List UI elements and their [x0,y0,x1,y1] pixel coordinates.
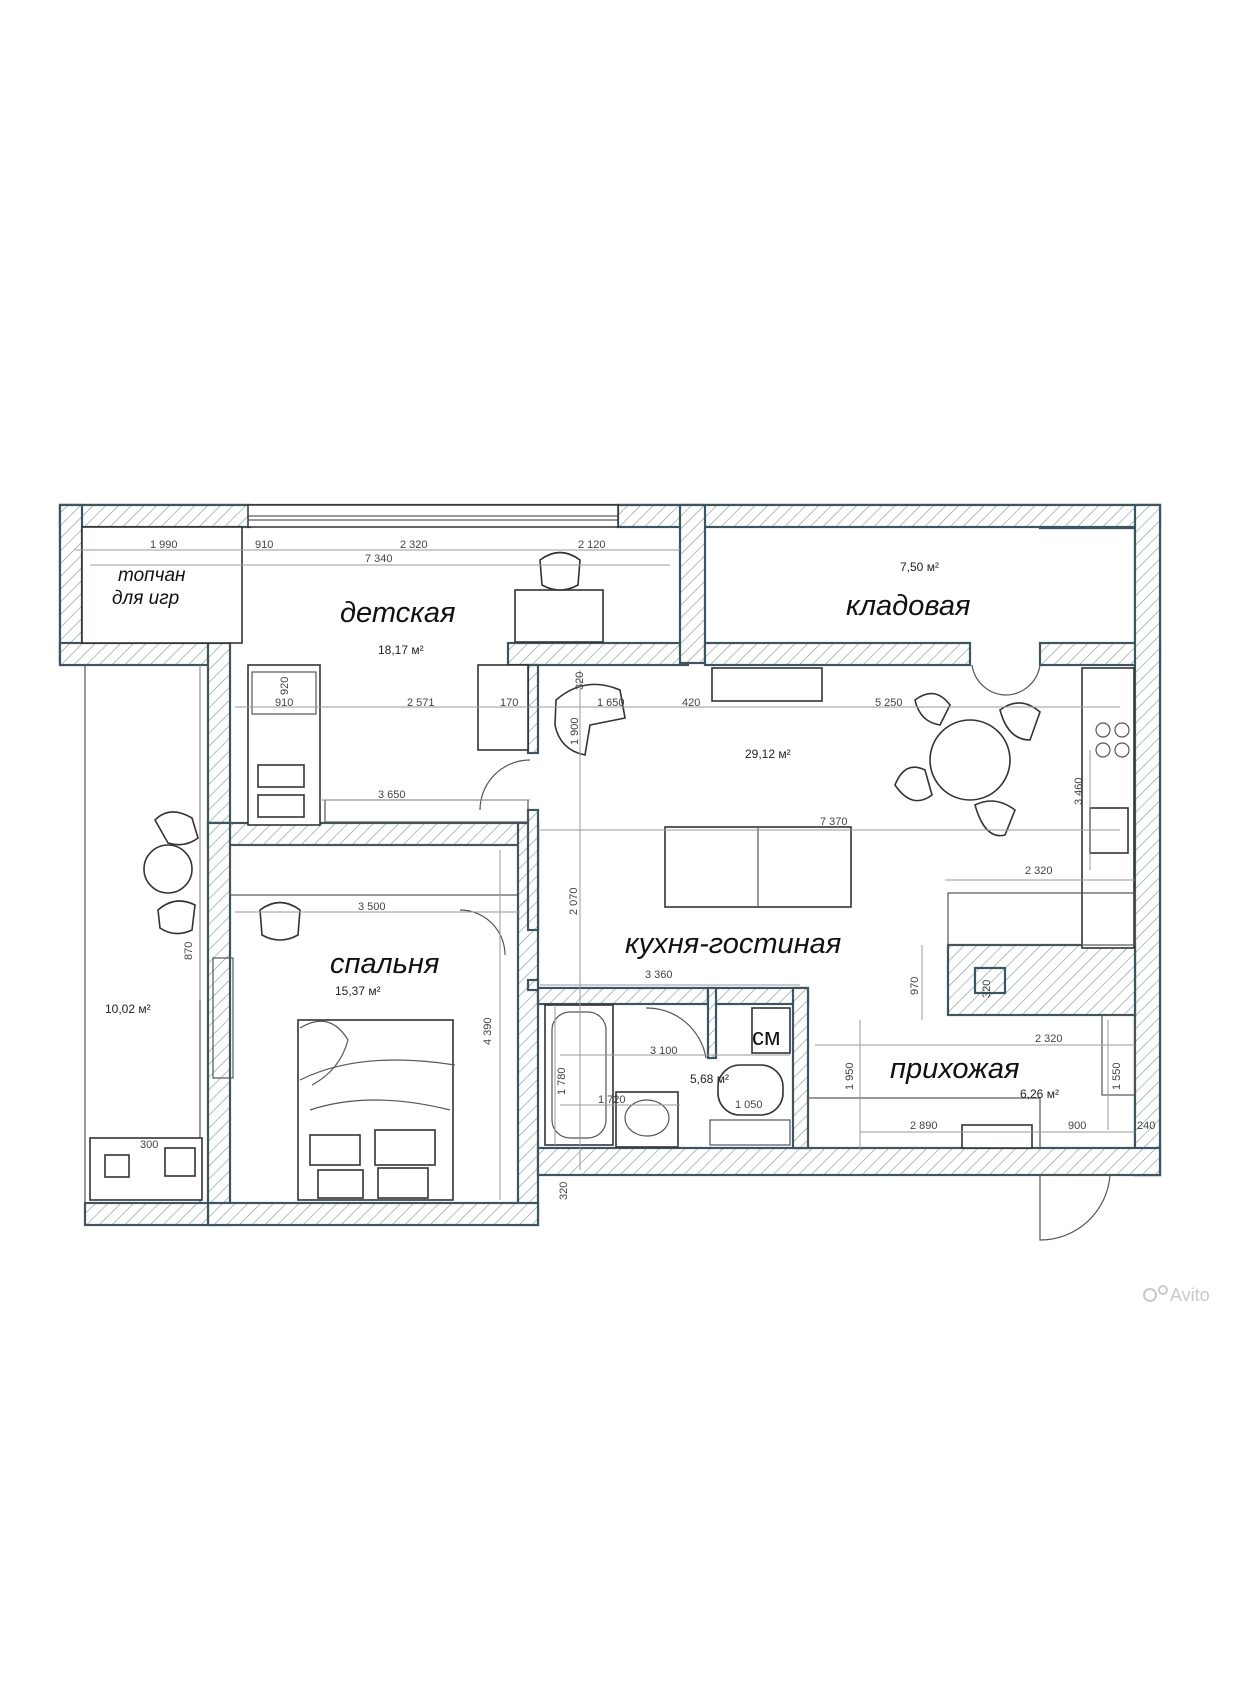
dim-text: 2 120 [578,539,606,551]
dim-text: 1 900 [569,717,581,745]
dimension-lines [75,549,1135,1200]
dim-text: 240 [1137,1120,1155,1132]
kladovaya-door [971,664,1041,696]
room-name-spalnya: спальня [330,948,439,980]
watermark: Avito [1143,1285,1210,1305]
wall-bedroom-bottom [206,1201,540,1227]
room-name-prihozhaya: прихожая [890,1053,1019,1085]
dim-text: 1 550 [1111,1062,1123,1090]
dim-text: 910 [275,697,293,709]
room-area-detskaya: 18,17 м² [378,643,424,657]
wall-bath-right [791,986,810,1150]
dim-text: 920 [279,677,291,695]
dim-text: 3 100 [650,1045,678,1057]
room-name-kladovaya: кладовая [846,590,970,622]
dim-text: 4 390 [482,1017,494,1045]
dim-text: 1 050 [735,1099,763,1111]
bathroom-furniture [544,1004,791,1148]
dim-text: 2 571 [407,697,435,709]
dim-text: 300 [140,1139,158,1151]
wall-bedroom-left [206,821,232,1227]
wall-bath-divider [706,986,718,1060]
wall-right [1133,503,1162,1177]
dim-text: 7 340 [365,553,393,565]
room-name-laundry: см [752,1024,781,1051]
dim-text: 1 780 [556,1067,568,1095]
wall-bath-bottom [536,1146,1162,1177]
dim-text: 320 [981,980,993,998]
watermark-logo-icon [1143,1288,1157,1302]
bedroom-furniture [229,844,519,1201]
dim-text: 2 320 [400,539,428,551]
wall-hall-niche-inner [973,966,1007,995]
dim-text: 970 [909,977,921,995]
dim-text: 910 [255,539,273,551]
wall-detskaya-bottom-left [58,641,227,667]
watermark-text: Avito [1170,1285,1210,1305]
room-area-bathroom: 5,68 м² [690,1072,729,1086]
dim-text: 1 950 [844,1062,856,1090]
hall-furniture [807,1014,1136,1241]
room-name-detskaya: детская [340,597,455,629]
dim-text: 3 460 [1073,777,1085,805]
kitchen-furniture [459,667,1136,956]
wall-klad-bottom [703,641,972,667]
wall-bedroom-top [206,821,540,847]
wall-left-upper [58,503,84,667]
dim-text: 170 [500,697,518,709]
dim-text: 2 320 [1025,865,1053,877]
room-area-spalnya: 15,37 м² [335,984,381,998]
wall-top-left-seg [58,503,252,529]
room-area-kitchen: 29,12 м² [745,747,791,761]
wall-detskaya-bottom-right [506,641,690,667]
dim-text: 3 500 [358,901,386,913]
dim-text: 3 650 [378,789,406,801]
dim-text: 420 [682,697,700,709]
note-line-1: топчан [118,565,186,586]
dim-text: 3 360 [645,969,673,981]
dim-text: 320 [574,672,586,690]
dim-text: 2 890 [910,1120,938,1132]
room-area-kladovaya: 7,50 м² [900,560,939,574]
wall-balcony-bottom [83,1201,210,1227]
room-area-balcony: 10,02 м² [105,1002,151,1016]
dim-text: 5 250 [875,697,903,709]
wall-bath-top-left [536,986,710,1006]
wall-kitchen-left-3 [526,978,540,992]
dim-text: 1 990 [150,539,178,551]
room-name-kitchen: кухня-гостиная [625,928,841,960]
room-area-prihozhaya: 6,26 м² [1020,1087,1059,1101]
wall-kitchen-left [526,663,540,755]
dim-text: 2 070 [568,887,580,915]
dim-text: 1 720 [598,1094,626,1106]
walls [58,503,1162,1227]
dim-text: 7 370 [820,816,848,828]
note-line-2: для игр [112,588,179,609]
dim-text: 900 [1068,1120,1086,1132]
dim-text: 2 320 [1035,1033,1063,1045]
dim-text: 870 [183,942,195,960]
wall-detskaya-left [206,641,232,825]
dim-text: 1 650 [597,697,625,709]
dim-text: 320 [558,1182,570,1200]
wall-klad-divider [678,503,707,665]
wall-kitchen-left-2 [526,808,540,932]
